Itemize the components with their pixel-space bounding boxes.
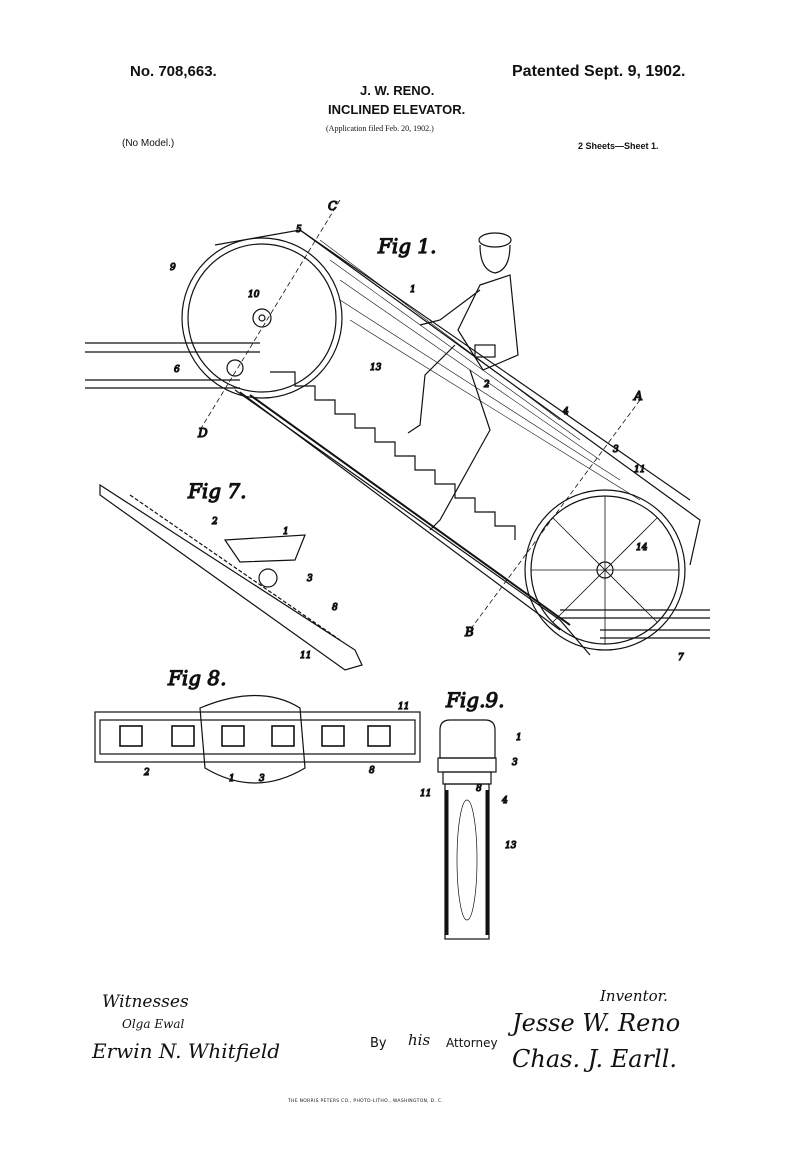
fig1-ref-b: B xyxy=(464,625,474,639)
inventor-name: J. W. RENO. xyxy=(360,83,435,98)
fig8-ref-1: 1 xyxy=(229,774,235,784)
inventor-signature: Jesse W. Reno xyxy=(512,1009,681,1037)
printer-imprint: THE NORRIS PETERS CO., PHOTO-LITHO., WAS… xyxy=(288,1099,443,1104)
fig8-label: Fig 8. xyxy=(167,666,227,690)
attorney-signature: Chas. J. Earll. xyxy=(512,1045,677,1073)
fig1-ref-3: 3 xyxy=(613,445,619,455)
fig9-ref-13: 13 xyxy=(505,841,517,851)
fig7-ref-3: 3 xyxy=(307,574,313,584)
fig8-ref-11: 11 xyxy=(398,702,409,712)
fig1-ref-7: 7 xyxy=(678,653,684,663)
fig1-ref-6: 6 xyxy=(174,365,180,375)
fig9-drawing xyxy=(437,719,497,940)
sheet-number: 2 Sheets—Sheet 1. xyxy=(578,141,659,151)
fig8-ref-8: 8 xyxy=(369,766,375,776)
fig7-ref-8: 8 xyxy=(332,603,338,613)
fig1-ref-11: 11 xyxy=(634,465,645,475)
fig1-ref-1: 1 xyxy=(410,285,416,295)
patent-number: No. 708,663. xyxy=(130,63,217,80)
fig1-drawing xyxy=(85,199,710,656)
fig1-ref-10: 10 xyxy=(248,290,260,300)
inventor-label: Inventor. xyxy=(600,987,668,1005)
fig9-ref-11: 11 xyxy=(420,789,431,799)
application-date: (Application filed Feb. 20, 1902.) xyxy=(326,124,434,133)
by-label: By xyxy=(370,1036,387,1051)
witness-signature-2: Erwin N. Whitfield xyxy=(92,1039,281,1063)
model-note: (No Model.) xyxy=(122,138,175,149)
witnesses-label: Witnesses xyxy=(102,992,189,1012)
fig1-ref-a: A xyxy=(633,389,643,403)
fig1-ref-2: 2 xyxy=(483,380,490,390)
fig9-ref-8: 8 xyxy=(476,784,482,794)
fig9-ref-4: 4 xyxy=(501,796,508,806)
fig8-ref-2: 2 xyxy=(143,768,150,778)
patent-date: Patented Sept. 9, 1902. xyxy=(512,63,686,80)
fig7-ref-11: 11 xyxy=(300,651,311,661)
fig1-ref-c: C xyxy=(328,199,337,213)
patent-title: INCLINED ELEVATOR. xyxy=(328,102,466,117)
fig1-ref-5: 5 xyxy=(296,225,302,235)
attorney-label: Attorney xyxy=(446,1036,498,1050)
fig7-label: Fig 7. xyxy=(187,479,247,503)
fig8-ref-3: 3 xyxy=(259,774,265,784)
witness-signature-1: Olga Ewal xyxy=(122,1017,185,1031)
fig7-ref-2: 2 xyxy=(211,517,218,527)
fig1-ref-13: 13 xyxy=(370,363,382,373)
his-label: his xyxy=(408,1031,431,1049)
fig7-drawing xyxy=(99,483,363,671)
fig1-ref-d: D xyxy=(197,426,208,440)
fig9-ref-3: 3 xyxy=(512,758,518,768)
fig9-label: Fig.9. xyxy=(445,688,505,712)
fig1-label: Fig 1. xyxy=(377,234,437,258)
fig9-ref-1: 1 xyxy=(516,733,522,743)
fig1-ref-9: 9 xyxy=(170,263,176,273)
fig1-ref-4: 4 xyxy=(562,407,569,417)
fig7-ref-1: 1 xyxy=(283,527,289,537)
fig8-drawing xyxy=(94,695,421,784)
fig1-ref-14: 14 xyxy=(636,543,648,553)
